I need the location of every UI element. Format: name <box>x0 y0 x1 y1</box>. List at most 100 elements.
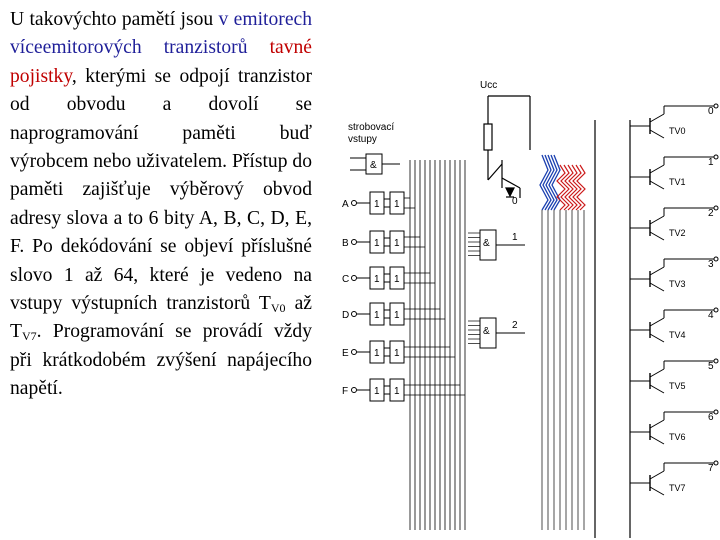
transistor-7-collector <box>649 470 665 480</box>
address-input-d: D <box>342 310 349 321</box>
transistor-0-collector <box>649 113 665 123</box>
inverter-symbol: 1 <box>374 238 380 249</box>
strobe-and-symbol: & <box>370 160 377 171</box>
inverter-f-2 <box>389 378 405 402</box>
fuse-line-blue <box>542 154 552 211</box>
inverter-symbol: 1 <box>394 199 400 210</box>
inverter-symbol: 1 <box>374 348 380 359</box>
input-terminal-e <box>351 349 357 355</box>
output-label-1: 1 <box>708 157 714 168</box>
inverter-symbol: 1 <box>374 199 380 210</box>
word-and-symbol: & <box>483 326 490 337</box>
description-paragraph: U takovýchto pamětí jsou v emitorech víc… <box>10 6 312 404</box>
inverter-e-1 <box>369 340 385 364</box>
text-v: v <box>218 9 229 30</box>
fuse-line-blue <box>545 154 555 211</box>
transistor-label-5: TV5 <box>669 381 686 391</box>
inverter-c-2 <box>389 266 405 290</box>
inverter-symbol: 1 <box>374 310 380 321</box>
fuse-line-red <box>564 164 574 211</box>
text-sub-v0: V0 <box>270 301 286 316</box>
inverter-symbol: 1 <box>374 386 380 397</box>
transistor-label-7: TV7 <box>669 483 686 493</box>
text-end: . Programování se provádí vždy při krátk… <box>10 321 312 400</box>
output-label-3: 3 <box>708 259 714 270</box>
transistor-4-emitter <box>649 333 665 343</box>
strobe-label-1: strobovací <box>348 122 394 133</box>
transistor-label-2: TV2 <box>669 228 686 238</box>
transistor-6-emitter <box>649 435 665 445</box>
inverter-a-2 <box>389 191 405 215</box>
transistor-1-emitter <box>649 180 665 190</box>
inverter-d-1 <box>369 302 385 326</box>
transistor-3-emitter <box>649 282 665 292</box>
inverter-e-2 <box>389 340 405 364</box>
transistor-4-collector <box>649 317 665 327</box>
inverter-symbol: 1 <box>394 348 400 359</box>
transistor-label-3: TV3 <box>669 279 686 289</box>
ucc-label: Ucc <box>480 80 497 91</box>
output-label-6: 6 <box>708 412 714 423</box>
word-label-0: 0 <box>512 196 518 207</box>
inverter-b-1 <box>369 230 385 254</box>
fuse-line-blue <box>539 154 549 211</box>
transistor-2-emitter <box>649 231 665 241</box>
output-terminal-7 <box>713 460 719 466</box>
output-label-7: 7 <box>708 463 714 474</box>
text-intro: U takovýchto pamětí jsou <box>10 9 214 30</box>
fuse-line-red <box>572 164 582 211</box>
transistor-label-0: TV0 <box>669 126 686 136</box>
fuse-line-red <box>556 164 566 211</box>
transistor-0-emitter <box>649 129 665 139</box>
transistor-7-emitter <box>649 486 665 496</box>
transistor-label-6: TV6 <box>669 432 686 442</box>
word-label-2: 2 <box>512 320 518 331</box>
word-label-1: 1 <box>512 232 518 243</box>
text-sub-v7: V7 <box>21 329 37 344</box>
transistor-1-collector <box>649 164 665 174</box>
input-terminal-f <box>351 387 357 393</box>
text-emitor: emitorech víceemitorových tranzistorů <box>10 9 313 59</box>
transistor-3-collector <box>649 266 665 276</box>
address-input-f: F <box>342 386 348 397</box>
transistor-2-collector <box>649 215 665 225</box>
fuse-line-red <box>560 164 570 211</box>
inverter-symbol: 1 <box>394 238 400 249</box>
fuse-line-blue <box>548 154 558 211</box>
input-terminal-c <box>351 275 357 281</box>
transistor-label-4: TV4 <box>669 330 686 340</box>
output-label-0: 0 <box>708 106 714 117</box>
word-and-symbol: & <box>483 238 490 249</box>
fuse-line-blue <box>551 154 561 211</box>
inverter-c-1 <box>369 266 385 290</box>
inverter-symbol: 1 <box>374 274 380 285</box>
output-label-5: 5 <box>708 361 714 372</box>
inverter-symbol: 1 <box>394 386 400 397</box>
address-input-e: E <box>342 348 349 359</box>
input-terminal-b <box>351 239 357 245</box>
transistor-label-1: TV1 <box>669 177 686 187</box>
transistor-5-emitter <box>649 384 665 394</box>
transistor-6-collector <box>649 419 665 429</box>
fuse-line-red <box>568 164 578 211</box>
fuse-line-red <box>576 164 586 211</box>
input-terminal-a <box>351 200 357 206</box>
output-label-4: 4 <box>708 310 714 321</box>
output-terminal-2 <box>713 205 719 211</box>
output-terminal-5 <box>713 358 719 364</box>
text-body: , kterými se odpojí tranzistor od obvodu… <box>10 65 313 315</box>
address-input-b: B <box>342 238 349 249</box>
address-input-c: C <box>342 274 349 285</box>
transistor-5-collector <box>649 368 665 378</box>
strobe-label-2: vstupy <box>348 134 377 145</box>
text-fuses: tavné pojistky <box>10 37 312 87</box>
address-input-a: A <box>342 199 349 210</box>
output-label-2: 2 <box>708 208 714 219</box>
inverter-d-2 <box>389 302 405 326</box>
output-terminal-0 <box>713 103 719 109</box>
output-terminal-1 <box>713 154 719 160</box>
inverter-b-2 <box>389 230 405 254</box>
inverter-f-1 <box>369 378 385 402</box>
inverter-a-1 <box>369 191 385 215</box>
